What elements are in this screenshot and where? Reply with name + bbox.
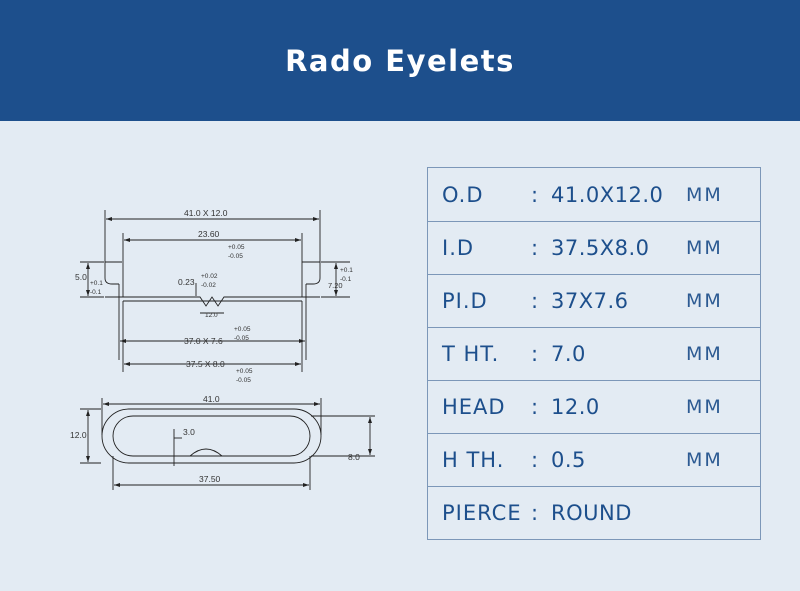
spec-row-tht: T HT. : 7.0 MM bbox=[428, 327, 760, 380]
spec-label: HEAD bbox=[442, 395, 506, 419]
dim-id-tol-lower: -0.05 bbox=[236, 377, 251, 384]
dim-inner-width: 8.0 bbox=[348, 452, 360, 462]
spec-row-hth: H TH. : 0.5 MM bbox=[428, 433, 760, 486]
dim-od: 41.0 X 12.0 bbox=[184, 208, 228, 218]
dim-height-tol-lower: -0.1 bbox=[90, 289, 102, 296]
dim-id-tol-upper: +0.05 bbox=[236, 368, 253, 375]
spec-unit: MM bbox=[686, 396, 723, 418]
spec-value: 37.5X8.0 bbox=[551, 236, 650, 260]
spec-value: 7.0 bbox=[551, 342, 586, 366]
dim-inner: 23.60 bbox=[198, 229, 220, 239]
dim-width: 12.0 bbox=[70, 430, 87, 440]
dim-thickness: 0.23 bbox=[178, 277, 195, 287]
dim-inner-tol-lower: -0.05 bbox=[228, 253, 243, 260]
spec-row-pierce: PIERCE : ROUND bbox=[428, 486, 760, 539]
dim-thickness-tol-upper: +0.02 bbox=[201, 273, 218, 280]
technical-drawing: 41.0 X 12.0 23.60 +0.05 -0.05 5.0 +0.1 -… bbox=[70, 208, 375, 490]
spec-colon: : bbox=[531, 182, 539, 207]
spec-row-id: I.D : 37.5X8.0 MM bbox=[428, 221, 760, 274]
dim-length: 41.0 bbox=[203, 394, 220, 404]
spec-row-pid: PI.D : 37X7.6 MM bbox=[428, 274, 760, 327]
spec-unit: MM bbox=[686, 343, 723, 365]
spec-value: 0.5 bbox=[551, 448, 586, 472]
dim-inner-tol-upper: +0.05 bbox=[228, 244, 245, 251]
dim-inner-length: 37.50 bbox=[199, 474, 221, 484]
spec-unit: MM bbox=[686, 290, 723, 312]
dim-pid-tol-upper: +0.05 bbox=[234, 326, 251, 333]
spec-colon: : bbox=[531, 501, 539, 525]
spec-unit: MM bbox=[686, 237, 723, 259]
page-title: Rado Eyelets bbox=[285, 43, 515, 78]
spec-label: T HT. bbox=[442, 342, 500, 366]
spec-label: H TH. bbox=[442, 448, 505, 472]
spec-label: PIERCE bbox=[442, 501, 522, 525]
spec-label: I.D bbox=[442, 236, 475, 260]
dim-notch: 12.0 bbox=[205, 312, 218, 319]
dim-right-tol-lower: -0.1 bbox=[340, 276, 352, 283]
spec-value: 12.0 bbox=[551, 395, 600, 419]
dim-id: 37.5 X 8.0 bbox=[186, 359, 225, 369]
dim-pierce: 3.0 bbox=[183, 427, 195, 437]
spec-colon: : bbox=[531, 342, 539, 366]
header-banner: Rado Eyelets bbox=[0, 0, 800, 121]
spec-unit: MM bbox=[686, 183, 723, 206]
side-section-view bbox=[80, 210, 350, 372]
plan-view bbox=[80, 398, 375, 490]
spec-colon: : bbox=[531, 395, 539, 419]
spec-colon: : bbox=[531, 289, 539, 313]
dim-right-tol-upper: +0.1 bbox=[340, 267, 353, 274]
spec-value: 37X7.6 bbox=[551, 289, 629, 313]
spec-row-od: O.D : 41.0X12.0 MM bbox=[428, 168, 760, 221]
spec-label: O.D bbox=[442, 182, 484, 207]
dim-height-tol-upper: +0.1 bbox=[90, 280, 103, 287]
spec-unit: MM bbox=[686, 449, 723, 471]
dim-thickness-tol-lower: -0.02 bbox=[201, 282, 216, 289]
dim-pid: 37.0 X 7.6 bbox=[184, 336, 223, 346]
spec-colon: : bbox=[531, 448, 539, 472]
spec-table: O.D : 41.0X12.0 MM I.D : 37.5X8.0 MM PI.… bbox=[427, 167, 761, 540]
spec-label: PI.D bbox=[442, 289, 488, 313]
spec-value: 41.0X12.0 bbox=[551, 182, 664, 207]
spec-row-head: HEAD : 12.0 MM bbox=[428, 380, 760, 433]
spec-colon: : bbox=[531, 236, 539, 260]
spec-value: ROUND bbox=[551, 501, 632, 525]
dim-height: 5.0 bbox=[75, 272, 87, 282]
dim-pid-tol-lower: -0.05 bbox=[234, 335, 249, 342]
dim-right-height: 7.20 bbox=[328, 281, 343, 290]
